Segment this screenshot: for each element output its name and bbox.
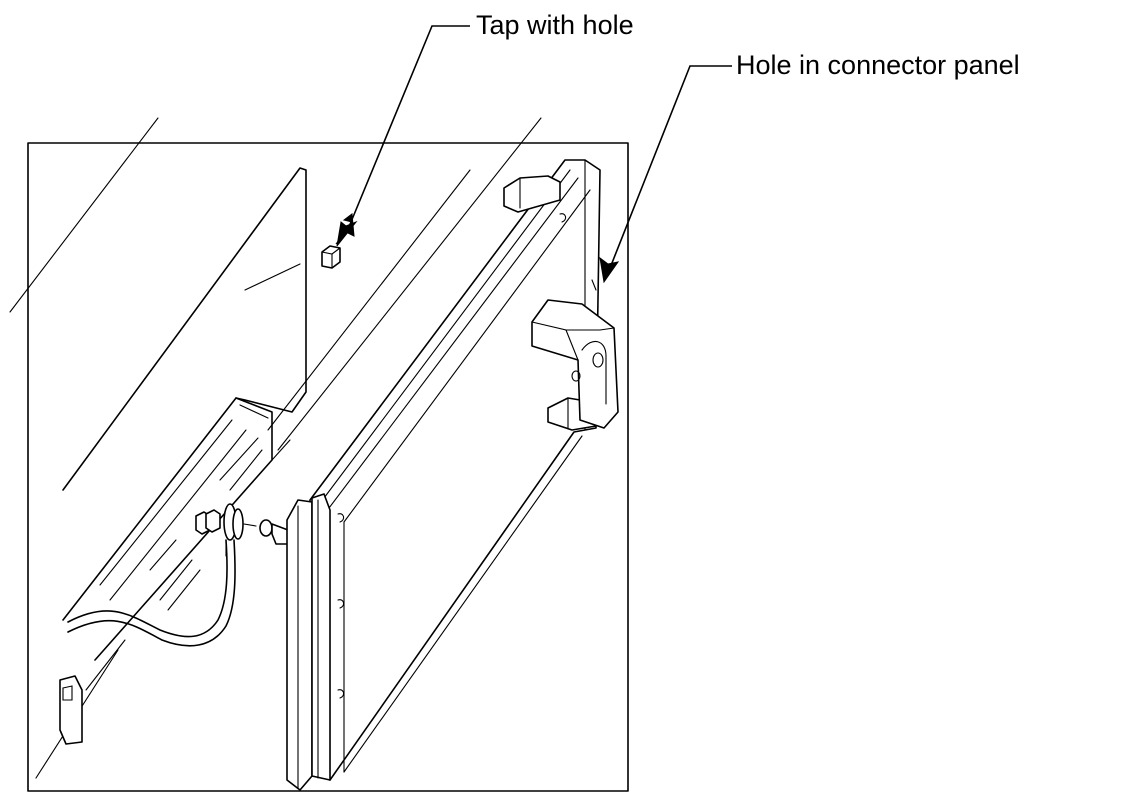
fastener-assembly	[195, 503, 291, 557]
callout-label-tap-with-hole: Tap with hole	[476, 10, 634, 40]
callout-leader-tap	[335, 25, 470, 247]
perspective-lines	[9, 117, 542, 779]
cable-clamp	[59, 675, 83, 745]
back-panel-plate	[62, 167, 307, 691]
callout-label-hole-in-connector-panel: Hole in connector panel	[736, 50, 1020, 80]
tap-with-hole-part	[321, 245, 341, 269]
enclosure-frame	[27, 142, 629, 792]
connector-panel	[286, 159, 619, 791]
callout-leader-hole	[599, 65, 732, 284]
ground-cable	[67, 539, 236, 647]
